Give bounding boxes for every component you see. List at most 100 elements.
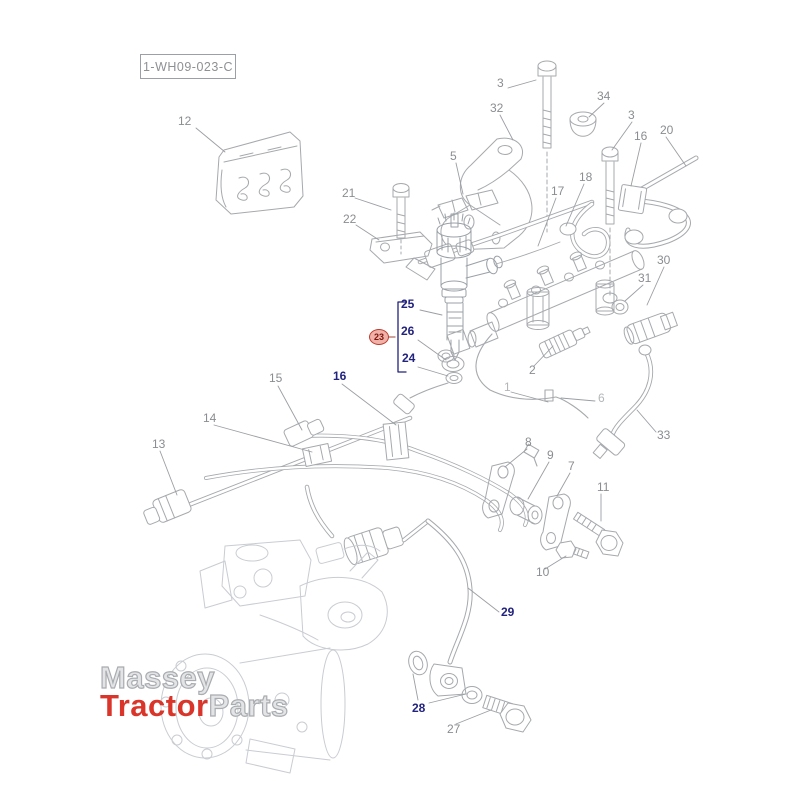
part-label-16: 16	[634, 129, 648, 143]
spacer-9-drawing	[509, 496, 543, 525]
leader-line-16	[341, 383, 397, 426]
part-label-1: 1	[504, 380, 511, 394]
watermark-massey: Massey	[99, 660, 216, 695]
part-label-17: 17	[551, 184, 565, 198]
part-label-30: 30	[657, 253, 671, 267]
grommet-34-drawing	[569, 111, 597, 137]
leader-line-22	[355, 224, 380, 241]
part-label-26: 26	[401, 324, 415, 338]
part-label-34: 34	[597, 89, 611, 103]
leader-line-10	[544, 555, 567, 570]
ref-code-box: 1-WH09-023-C	[140, 54, 236, 79]
injection-pump-drawing	[160, 539, 388, 774]
fuel-pipes-drawing	[143, 382, 529, 532]
leader-line-1	[510, 391, 549, 403]
part-label-8: 8	[525, 435, 532, 449]
leader-line-30	[646, 266, 665, 306]
leader-line-6	[560, 397, 596, 402]
bracket-8-drawing	[482, 461, 515, 519]
pipe-18-drawing	[417, 199, 595, 268]
bolt-27-drawing	[482, 694, 532, 733]
part-label-14: 14	[203, 411, 217, 425]
part-label-24: 24	[402, 351, 416, 365]
leader-line-28	[412, 673, 419, 701]
leakoff-loop-drawing	[559, 201, 611, 259]
ring-31-drawing	[611, 299, 629, 315]
leader-line-31	[624, 284, 644, 302]
leader-line-5	[455, 162, 464, 195]
hose-6-drawing	[475, 333, 589, 467]
part-label-18: 18	[579, 170, 593, 184]
pipe-33-drawing	[592, 344, 654, 459]
part-label-3: 3	[628, 108, 635, 122]
sensor-30-drawing	[623, 311, 678, 345]
part-label-13: 13	[152, 437, 166, 451]
clamp-5-drawing	[431, 189, 499, 219]
part-label-32: 32	[490, 101, 504, 115]
ref-code-text: 1-WH09-023-C	[142, 59, 234, 74]
leader-line-17	[537, 197, 557, 247]
leader-line-14	[213, 424, 313, 453]
leader-line-8	[504, 448, 528, 468]
part-label-12: 12	[178, 114, 192, 128]
clamp-16-upper-drawing	[617, 184, 648, 215]
part-label-7: 7	[568, 459, 575, 473]
leader-line-32	[499, 114, 514, 141]
injector-drawing	[436, 212, 503, 361]
watermark-parts: Parts	[208, 688, 289, 723]
bolt-10-drawing	[555, 540, 590, 560]
leader-line-13	[159, 450, 178, 496]
part-label-2: 2	[529, 363, 536, 377]
part-label-29: 29	[501, 605, 515, 619]
leader-line-7	[556, 472, 571, 497]
part-label-21: 21	[342, 186, 356, 200]
watermark-tractor: Tractor	[100, 688, 209, 723]
leader-line-21	[354, 197, 392, 211]
leader-lines	[159, 79, 687, 725]
pipe-29-drawing	[304, 484, 473, 697]
part-label-28: 28	[412, 701, 426, 715]
leader-line-34	[588, 102, 605, 118]
leader-line-16	[630, 142, 642, 187]
part-label-33: 33	[657, 428, 671, 442]
part-label-25: 25	[401, 297, 415, 311]
part-label-3: 3	[497, 76, 504, 90]
part-label-11: 11	[597, 480, 610, 494]
leader-line-26	[417, 339, 447, 361]
washer-26-drawing	[441, 356, 465, 372]
part-label-31: 31	[638, 271, 652, 285]
washer-24-drawing	[445, 372, 463, 384]
leader-line-20	[665, 136, 687, 167]
rail-drawing	[437, 241, 645, 363]
leader-line-2	[533, 345, 554, 367]
watermark-tractorparts: TractorParts	[100, 689, 289, 721]
leader-line-29	[467, 587, 500, 613]
highlighted-part-badge[interactable]: 23	[369, 329, 389, 345]
part-label-10: 10	[536, 565, 550, 579]
bolt-11-drawing	[572, 511, 624, 557]
part-label-9: 9	[547, 448, 554, 462]
leader-line-15	[277, 385, 303, 431]
part-label-16: 16	[333, 369, 347, 383]
leader-line-9	[527, 461, 550, 500]
bolt-21-drawing	[392, 183, 410, 255]
leader-line-18	[565, 183, 585, 227]
leader-line-27	[455, 709, 492, 725]
leader-line-33	[636, 409, 657, 433]
group-bracket-25-24	[387, 301, 407, 373]
part-label-27: 27	[447, 722, 461, 736]
leader-line-12	[195, 127, 226, 153]
part-label-6: 6	[598, 391, 605, 405]
leader-line-25	[419, 309, 443, 316]
leader-line-24	[417, 366, 449, 377]
leader-line-28	[428, 693, 467, 704]
leader-line-3	[507, 79, 537, 89]
part-label-22: 22	[343, 212, 357, 226]
leader-line-3	[611, 121, 633, 151]
bracket-12-drawing	[215, 131, 304, 215]
bracket-32-drawing	[440, 137, 533, 251]
part-label-20: 20	[660, 123, 674, 137]
clamp-22-drawing	[369, 231, 436, 281]
